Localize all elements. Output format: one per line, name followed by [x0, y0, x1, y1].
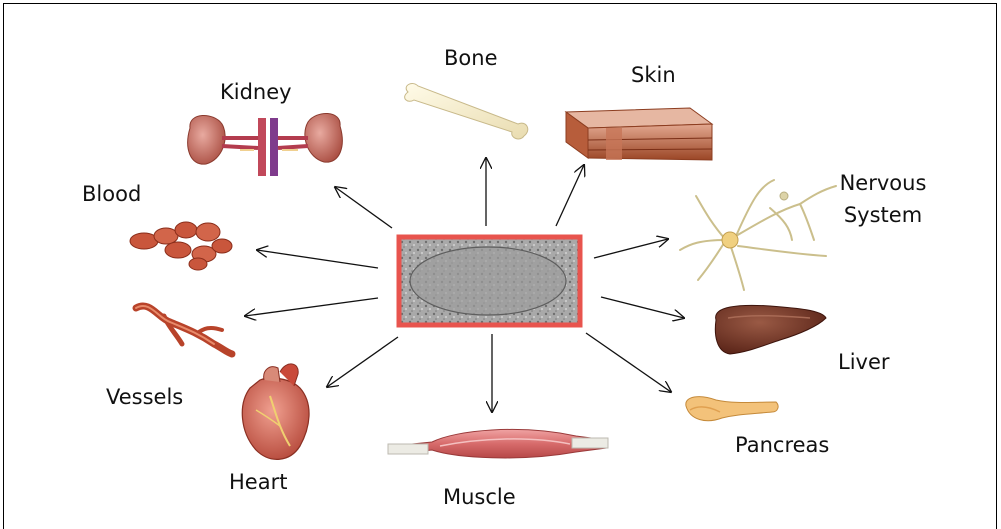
arrow-to-kidney	[335, 187, 392, 228]
label-nervous-system: Nervous System	[826, 171, 940, 228]
nerve-cell-icon	[680, 180, 836, 290]
skin-icon	[566, 108, 712, 160]
bone-icon	[405, 84, 528, 139]
arrow-to-skin	[556, 165, 584, 226]
kidney-icon	[188, 113, 343, 176]
arrow-to-vessels	[245, 298, 378, 316]
label-heart: Heart	[229, 470, 287, 495]
arrow-to-pancreas	[586, 333, 671, 392]
label-vessels: Vessels	[106, 385, 183, 410]
label-muscle: Muscle	[443, 485, 516, 510]
arrow-to-liver	[601, 297, 684, 318]
blood-cells-icon	[130, 222, 232, 270]
label-kidney: Kidney	[220, 80, 292, 105]
pancreas-icon	[686, 397, 778, 421]
arrow-to-heart	[327, 337, 398, 387]
label-nervous-line1: Nervous	[826, 171, 940, 196]
arrow-to-nervous	[594, 239, 668, 258]
stem-cell-micrograph-icon	[399, 237, 580, 325]
heart-icon	[242, 364, 309, 459]
label-bone: Bone	[444, 46, 497, 71]
label-nervous-line2: System	[826, 203, 940, 228]
muscle-icon	[388, 429, 608, 457]
vessels-icon	[136, 306, 232, 354]
label-blood: Blood	[82, 182, 141, 207]
label-skin: Skin	[631, 63, 676, 88]
label-pancreas: Pancreas	[735, 433, 829, 458]
arrow-to-blood	[257, 250, 378, 268]
label-liver: Liver	[838, 350, 890, 375]
liver-icon	[715, 305, 826, 354]
